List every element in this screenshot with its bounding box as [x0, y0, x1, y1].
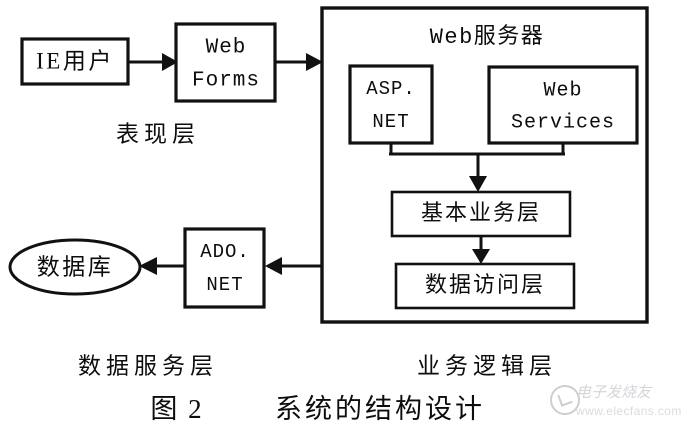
figure-caption-text: 系统的结构设计 [275, 394, 485, 424]
web-forms-label-line1: Web [206, 37, 247, 60]
basic-business-layer-label: 基本业务层 [421, 200, 541, 225]
asp-net-label-line1: ASP. [366, 78, 416, 100]
ie-client-box [20, 37, 130, 86]
web-server-container [320, 6, 649, 324]
basic-business-layer-box [390, 190, 572, 238]
edge-webserver-to-adonet [265, 257, 322, 275]
edge-basic-business-to-data-access [472, 236, 490, 264]
web-server-title: Web服务器 [430, 24, 545, 50]
ie-client-label: IE用户 [36, 48, 114, 73]
edge-ie-to-webforms [128, 53, 178, 71]
ado-net-label-line1: ADO. [200, 241, 250, 263]
database-ellipse [8, 238, 142, 296]
edge-webforms-to-webserver [275, 53, 323, 71]
figure-caption-number: 图 2 [150, 394, 203, 424]
asp-net-label-line2: NET [372, 111, 409, 133]
ado-net-box [183, 227, 266, 309]
layer-label-business-logic: 业务逻辑层 [417, 353, 557, 378]
database-label: 数据库 [37, 254, 114, 279]
web-services-label-line1: Web [543, 79, 582, 102]
data-access-layer-label: 数据访问层 [425, 272, 545, 297]
layer-label-presentation: 表现层 [116, 121, 200, 146]
edge-adonet-to-database [139, 257, 185, 275]
web-services-label-line2: Services [511, 111, 615, 134]
data-access-layer-box [394, 262, 576, 310]
web-services-box [487, 65, 639, 145]
edge-services-to-basic-business [389, 143, 565, 192]
ado-net-label-line2: NET [206, 274, 243, 296]
web-forms-label-line2: Forms [192, 70, 260, 93]
layer-label-data-service: 数据服务层 [78, 353, 218, 378]
